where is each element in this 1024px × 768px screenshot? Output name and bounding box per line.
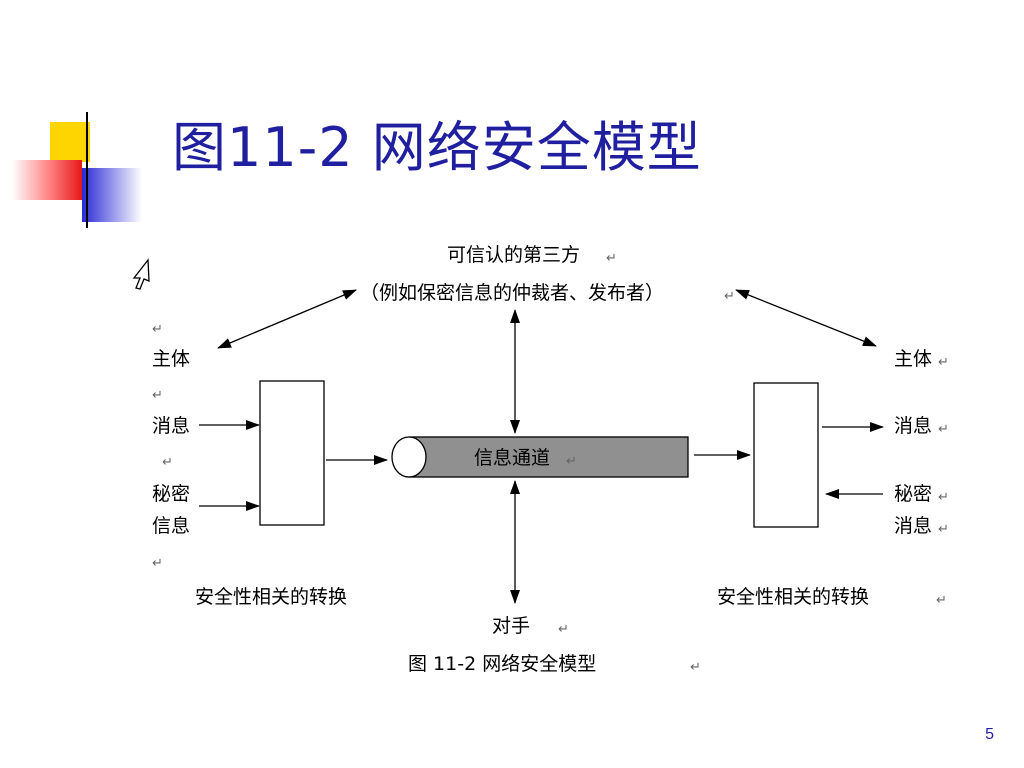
right-transform-label: 安全性相关的转换 <box>717 586 869 608</box>
page-number: 5 <box>985 726 994 743</box>
left-trusted-arrow <box>217 289 357 349</box>
left-transform-label: 安全性相关的转换 <box>195 586 347 608</box>
right-secret-label-line1: 秘密 <box>894 483 932 505</box>
return-mark: ↵ <box>152 556 163 571</box>
return-mark: ↵ <box>606 251 617 266</box>
return-mark: ↵ <box>558 622 569 637</box>
return-mark: ↵ <box>936 593 947 608</box>
return-mark: ↵ <box>162 455 173 470</box>
trusted-third-party-detail: （例如保密信息的仲裁者、发布者） <box>360 282 664 304</box>
slide-title: 图11-2 网络安全模型 <box>172 116 702 179</box>
return-mark: ↵ <box>566 454 577 469</box>
left-secret-label-line2: 信息 <box>152 515 190 537</box>
right-transform-box <box>753 382 819 528</box>
trusted-third-party-label: 可信认的第三方 <box>447 244 580 266</box>
return-mark: ↵ <box>938 422 949 437</box>
right-message-label: 消息 <box>894 415 932 437</box>
return-mark: ↵ <box>938 522 949 537</box>
return-mark: ↵ <box>690 660 701 675</box>
right-trusted-arrow <box>735 289 877 347</box>
opponent-label: 对手 <box>492 615 530 637</box>
information-channel <box>391 436 689 478</box>
red-block <box>12 160 82 200</box>
left-secret-label-line1: 秘密 <box>152 483 190 505</box>
figure-caption: 图 11-2 网络安全模型 <box>408 653 596 675</box>
left-transform-box <box>259 380 325 526</box>
right-secret-label-line2: 消息 <box>894 515 932 537</box>
blue-block <box>82 168 142 222</box>
cursor-arrow-icon <box>132 258 150 290</box>
left-message-label: 消息 <box>152 415 190 437</box>
return-mark: ↵ <box>724 289 735 304</box>
return-mark: ↵ <box>152 322 163 337</box>
return-mark: ↵ <box>938 355 949 370</box>
channel-label: 信息通道 <box>474 447 550 469</box>
return-mark: ↵ <box>152 388 163 403</box>
return-mark: ↵ <box>938 490 949 505</box>
yellow-block <box>50 122 90 162</box>
left-principal-label: 主体 <box>152 348 190 370</box>
right-principal-label: 主体 <box>894 348 932 370</box>
